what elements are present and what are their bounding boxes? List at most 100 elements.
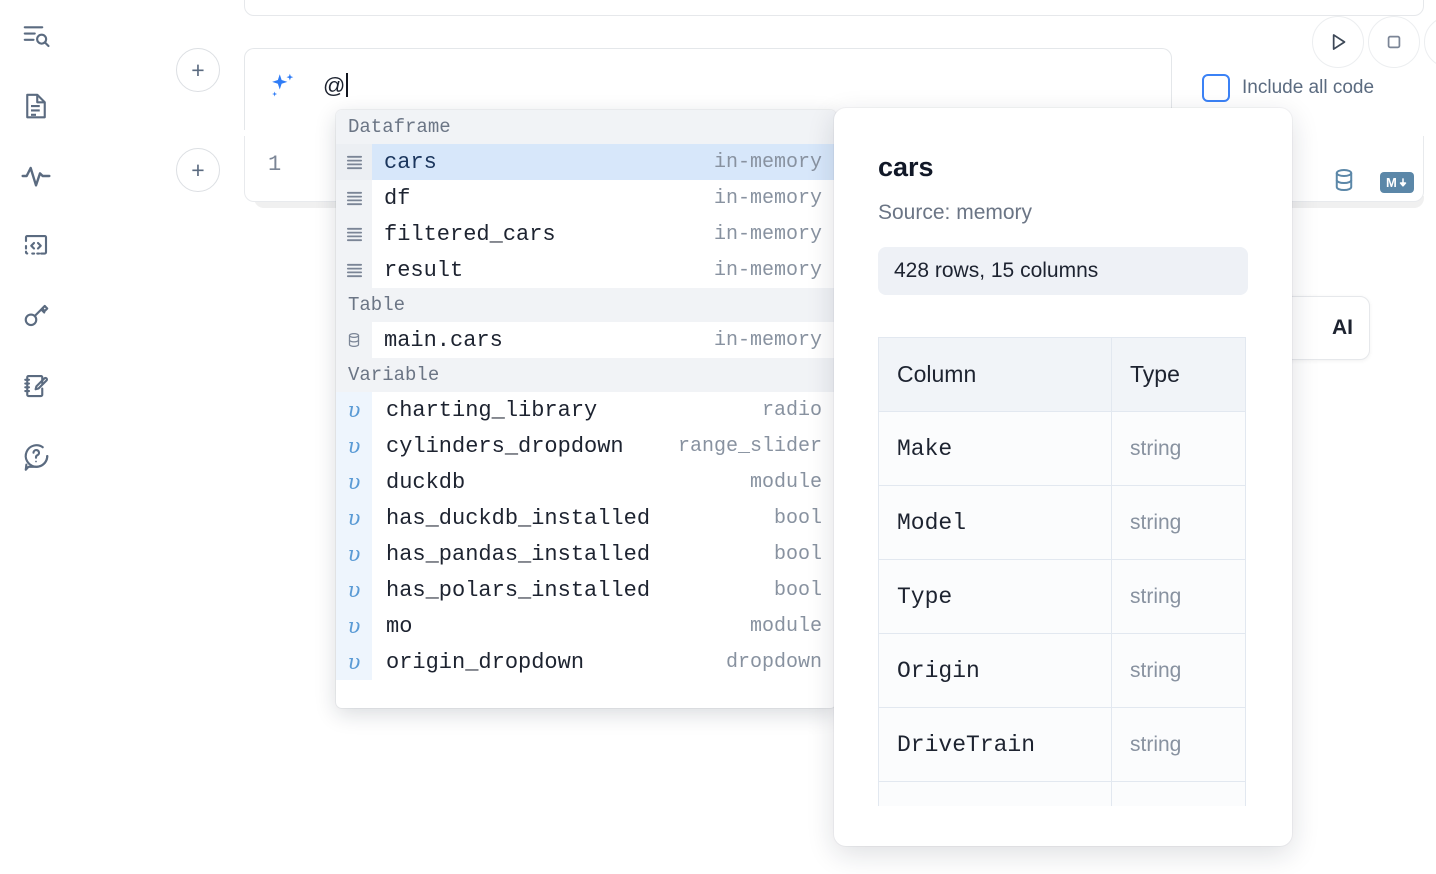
autocomplete-item-name: has_polars_installed — [386, 577, 651, 603]
code-snippets-icon[interactable] — [14, 224, 58, 268]
autocomplete-item-type: in-memory — [713, 150, 822, 174]
schema-column-type: string — [1111, 707, 1246, 782]
autocomplete-item-name: cars — [384, 149, 437, 175]
autocomplete-item-name: cylinders_dropdown — [386, 433, 624, 459]
scratchpad-edit-icon[interactable] — [14, 364, 58, 408]
schema-column-name: Type — [878, 559, 1112, 634]
add-cell-button-top[interactable]: + — [176, 48, 220, 92]
autocomplete-item[interactable]: υ has_duckdb_installed bool — [336, 500, 836, 536]
preview-title: cars — [878, 152, 934, 182]
autocomplete-item-type: dropdown — [725, 650, 822, 674]
variable-icon: υ — [336, 428, 372, 464]
database-icon[interactable] — [1330, 166, 1358, 199]
autocomplete-group-header: Variable — [336, 358, 836, 392]
notebook-file-icon[interactable] — [14, 84, 58, 128]
schema-column-name: DriveTrain — [878, 707, 1112, 782]
add-cell-button-bottom[interactable]: + — [176, 148, 220, 192]
variable-icon: υ — [336, 464, 372, 500]
autocomplete-item-type: in-memory — [713, 186, 822, 210]
autocomplete-item[interactable]: result in-memory — [336, 252, 836, 288]
autocomplete-group-header: Dataframe — [336, 110, 836, 144]
autocomplete-item-type: module — [749, 470, 822, 494]
sparkle-icon — [267, 71, 297, 101]
include-all-code-row[interactable]: Include all code — [1202, 74, 1374, 102]
help-question-icon[interactable] — [14, 434, 58, 478]
autocomplete-item[interactable]: filtered_cars in-memory — [336, 216, 836, 252]
autocomplete-item[interactable]: df in-memory — [336, 180, 836, 216]
autocomplete-item-name: result — [384, 257, 464, 283]
markdown-icon[interactable]: M — [1380, 172, 1415, 193]
autocomplete-item-type: in-memory — [713, 328, 822, 352]
variable-icon: υ — [336, 644, 372, 680]
schema-column-type: string — [1111, 559, 1246, 634]
preview-shape-badge: 428 rows, 15 columns — [878, 247, 1248, 295]
autocomplete-item-type: bool — [773, 542, 822, 566]
autocomplete-item[interactable]: main.cars in-memory — [336, 322, 836, 358]
dataframe-rows-icon — [336, 216, 372, 252]
autocomplete-item-type: radio — [761, 398, 822, 422]
table-header-row: Column Type — [878, 337, 1246, 412]
autocomplete-item-type: range_slider — [677, 434, 822, 458]
autocomplete-item-name: main.cars — [384, 327, 503, 353]
autocomplete-item-type: in-memory — [713, 258, 822, 282]
explore-search-icon[interactable] — [14, 14, 58, 58]
left-icon-rail — [0, 0, 72, 874]
dataframe-preview-panel: cars Source: memory 428 rows, 15 columns… — [834, 108, 1292, 846]
preview-source: Source: memory — [878, 201, 1033, 224]
dataframe-rows-icon — [336, 252, 372, 288]
schema-column-type: string — [1111, 411, 1246, 486]
autocomplete-item-type: bool — [773, 506, 822, 530]
autocomplete-item-name: filtered_cars — [384, 221, 556, 247]
database-icon — [336, 322, 372, 358]
autocomplete-item-type: bool — [773, 578, 822, 602]
schema-column-name: Make — [878, 411, 1112, 486]
autocomplete-item[interactable]: cars in-memory — [336, 144, 836, 180]
ai-prompt-value: @ — [323, 73, 346, 98]
column-header-column: Column — [878, 337, 1112, 412]
include-all-code-checkbox[interactable] — [1202, 74, 1230, 102]
autocomplete-item-type: module — [749, 614, 822, 638]
schema-column-type: string — [1111, 485, 1246, 560]
generate-with-ai-label: AI — [1332, 316, 1353, 339]
dataframe-rows-icon — [336, 180, 372, 216]
autocomplete-item-name: duckdb — [386, 469, 466, 495]
autocomplete-item-name: mo — [386, 613, 413, 639]
dataframe-rows-icon — [336, 144, 372, 180]
autocomplete-item-name: charting_library — [386, 397, 598, 423]
autocomplete-item[interactable]: υ charting_library radio — [336, 392, 836, 428]
autocomplete-item-name: df — [384, 185, 411, 211]
activity-pulse-icon[interactable] — [14, 154, 58, 198]
autocomplete-item[interactable]: υ cylinders_dropdown range_slider — [336, 428, 836, 464]
stop-button[interactable] — [1368, 16, 1420, 68]
autocomplete-item-name: has_duckdb_installed — [386, 505, 651, 531]
cell-action-icons: M — [1330, 166, 1415, 199]
markdown-badge-letter: M — [1386, 175, 1398, 190]
code-line-number: 1 — [268, 152, 282, 177]
schema-column-type: string — [1111, 633, 1246, 708]
previous-cell-container — [244, 0, 1424, 16]
run-button[interactable] — [1312, 16, 1364, 68]
ai-prompt-input[interactable]: @ — [323, 71, 349, 101]
variable-icon: υ — [336, 392, 372, 428]
autocomplete-item-type: in-memory — [713, 222, 822, 246]
text-caret — [346, 73, 349, 97]
include-all-code-label: Include all code — [1242, 77, 1375, 98]
schema-column-name: Origin — [878, 633, 1112, 708]
secrets-key-icon[interactable] — [14, 294, 58, 338]
variable-icon: υ — [336, 500, 372, 536]
more-options-button[interactable] — [1424, 16, 1436, 68]
schema-column-name: Model — [878, 485, 1112, 560]
variable-icon: υ — [336, 536, 372, 572]
